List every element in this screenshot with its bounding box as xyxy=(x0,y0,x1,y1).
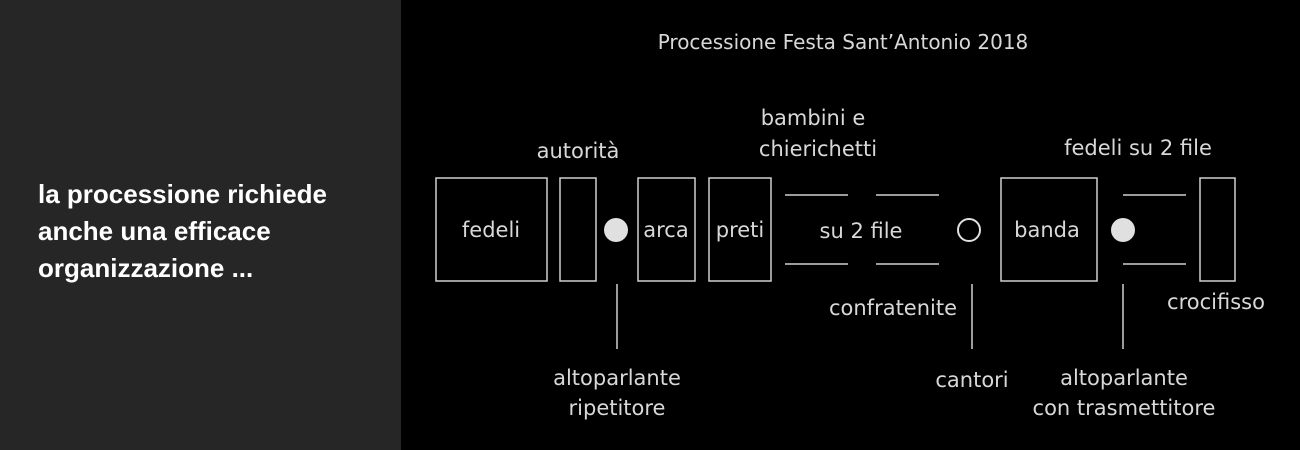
label-altoparlante-trasmettitore-1: altoparlante xyxy=(1060,366,1188,390)
intro-panel: la processione richiede anche una effica… xyxy=(0,0,401,450)
box-fedeli-label: fedeli xyxy=(462,218,520,242)
box-preti xyxy=(708,177,772,282)
box-arca-label: arca xyxy=(643,218,688,242)
label-autorita: autorità xyxy=(537,139,620,163)
box-banda xyxy=(1000,177,1098,282)
box-fedeli xyxy=(435,177,548,282)
loudspeaker-transmitter-marker xyxy=(1111,218,1135,242)
label-confratenite: confratenite xyxy=(829,296,957,320)
box-banda-label: banda xyxy=(1014,218,1080,242)
label-altoparlante-ripetitore-1: altoparlante xyxy=(553,366,681,390)
label-altoparlante-trasmettitore-2: con trasmettitore xyxy=(1033,396,1216,420)
box-crocifisso xyxy=(1199,177,1236,282)
label-altoparlante-ripetitore-2: ripetitore xyxy=(569,396,666,420)
loudspeaker-repeater-marker xyxy=(604,218,628,242)
label-bambini-2: chierichetti xyxy=(759,137,877,161)
middle-label: su 2 file xyxy=(820,219,903,243)
box-arca xyxy=(637,177,696,282)
intro-text: la processione richiede anche una effica… xyxy=(38,179,328,283)
label-fedeli-file: fedeli su 2 file xyxy=(1064,136,1212,160)
label-crocifisso: crocifisso xyxy=(1167,290,1265,314)
singers-marker xyxy=(957,218,981,242)
diagram-title: Processione Festa Sant’Antonio 2018 xyxy=(658,30,1029,54)
box-autorita xyxy=(559,177,597,282)
label-bambini-1: bambini e xyxy=(761,106,866,130)
box-preti-label: preti xyxy=(716,218,765,242)
label-cantori: cantori xyxy=(935,368,1008,392)
